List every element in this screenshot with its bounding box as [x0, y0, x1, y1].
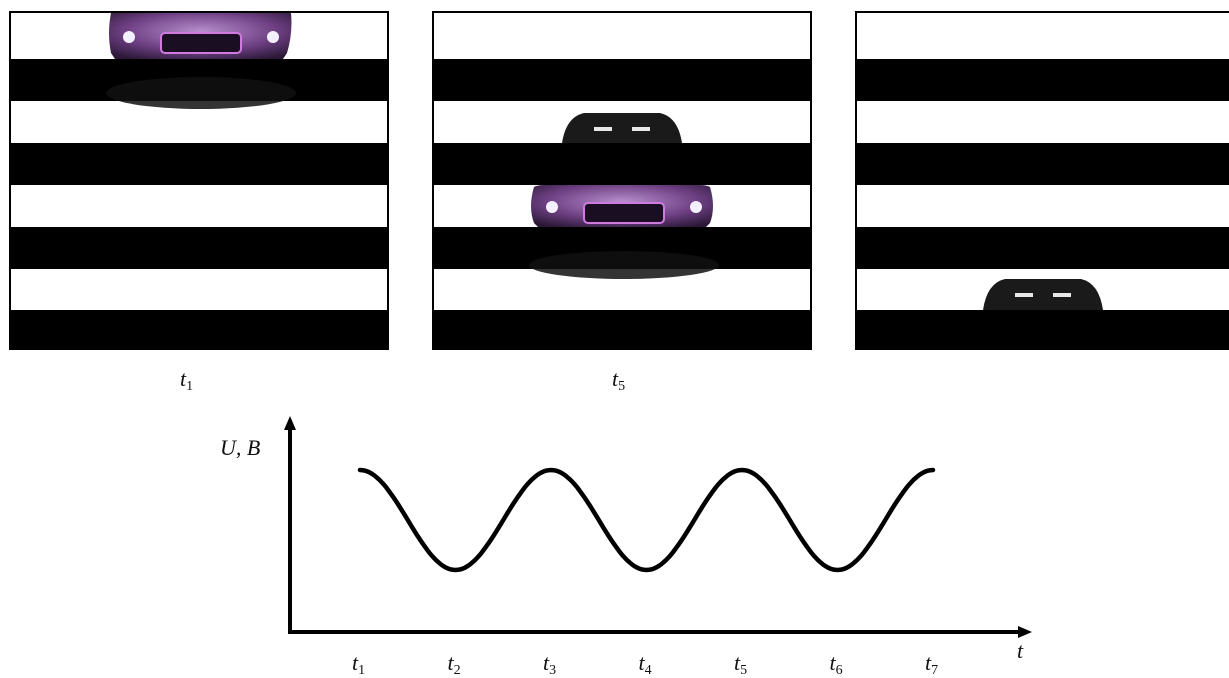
frame-panel-1: [9, 11, 389, 350]
frame-panel-2: [432, 11, 812, 350]
stripe-pattern-3: [857, 59, 1229, 348]
car-rear-icon: [562, 113, 682, 143]
panel-2-caption: t5: [612, 366, 626, 394]
tick-label-t4: t4: [638, 650, 652, 678]
car-rear-icon: [983, 279, 1103, 310]
tick-label-t7: t7: [925, 650, 939, 678]
frame-panel-3: [855, 11, 1229, 350]
wave-curve: [357, 467, 936, 573]
tick-label-t3: t3: [543, 650, 557, 678]
y-axis-label: U, B: [220, 435, 261, 460]
stripe-pattern-2: [434, 59, 810, 348]
stripe-pattern-1: [11, 13, 387, 348]
tick-label-t5: t5: [734, 650, 748, 678]
car-front-icon: [106, 13, 296, 109]
tick-label-t6: t6: [829, 650, 843, 678]
tick-label-t1: t1: [352, 650, 366, 678]
tick-label-t2: t2: [447, 650, 461, 678]
car-front-icon: [529, 185, 719, 279]
panel-1-caption: t1: [180, 366, 194, 394]
x-axis-label: t: [1017, 638, 1024, 663]
